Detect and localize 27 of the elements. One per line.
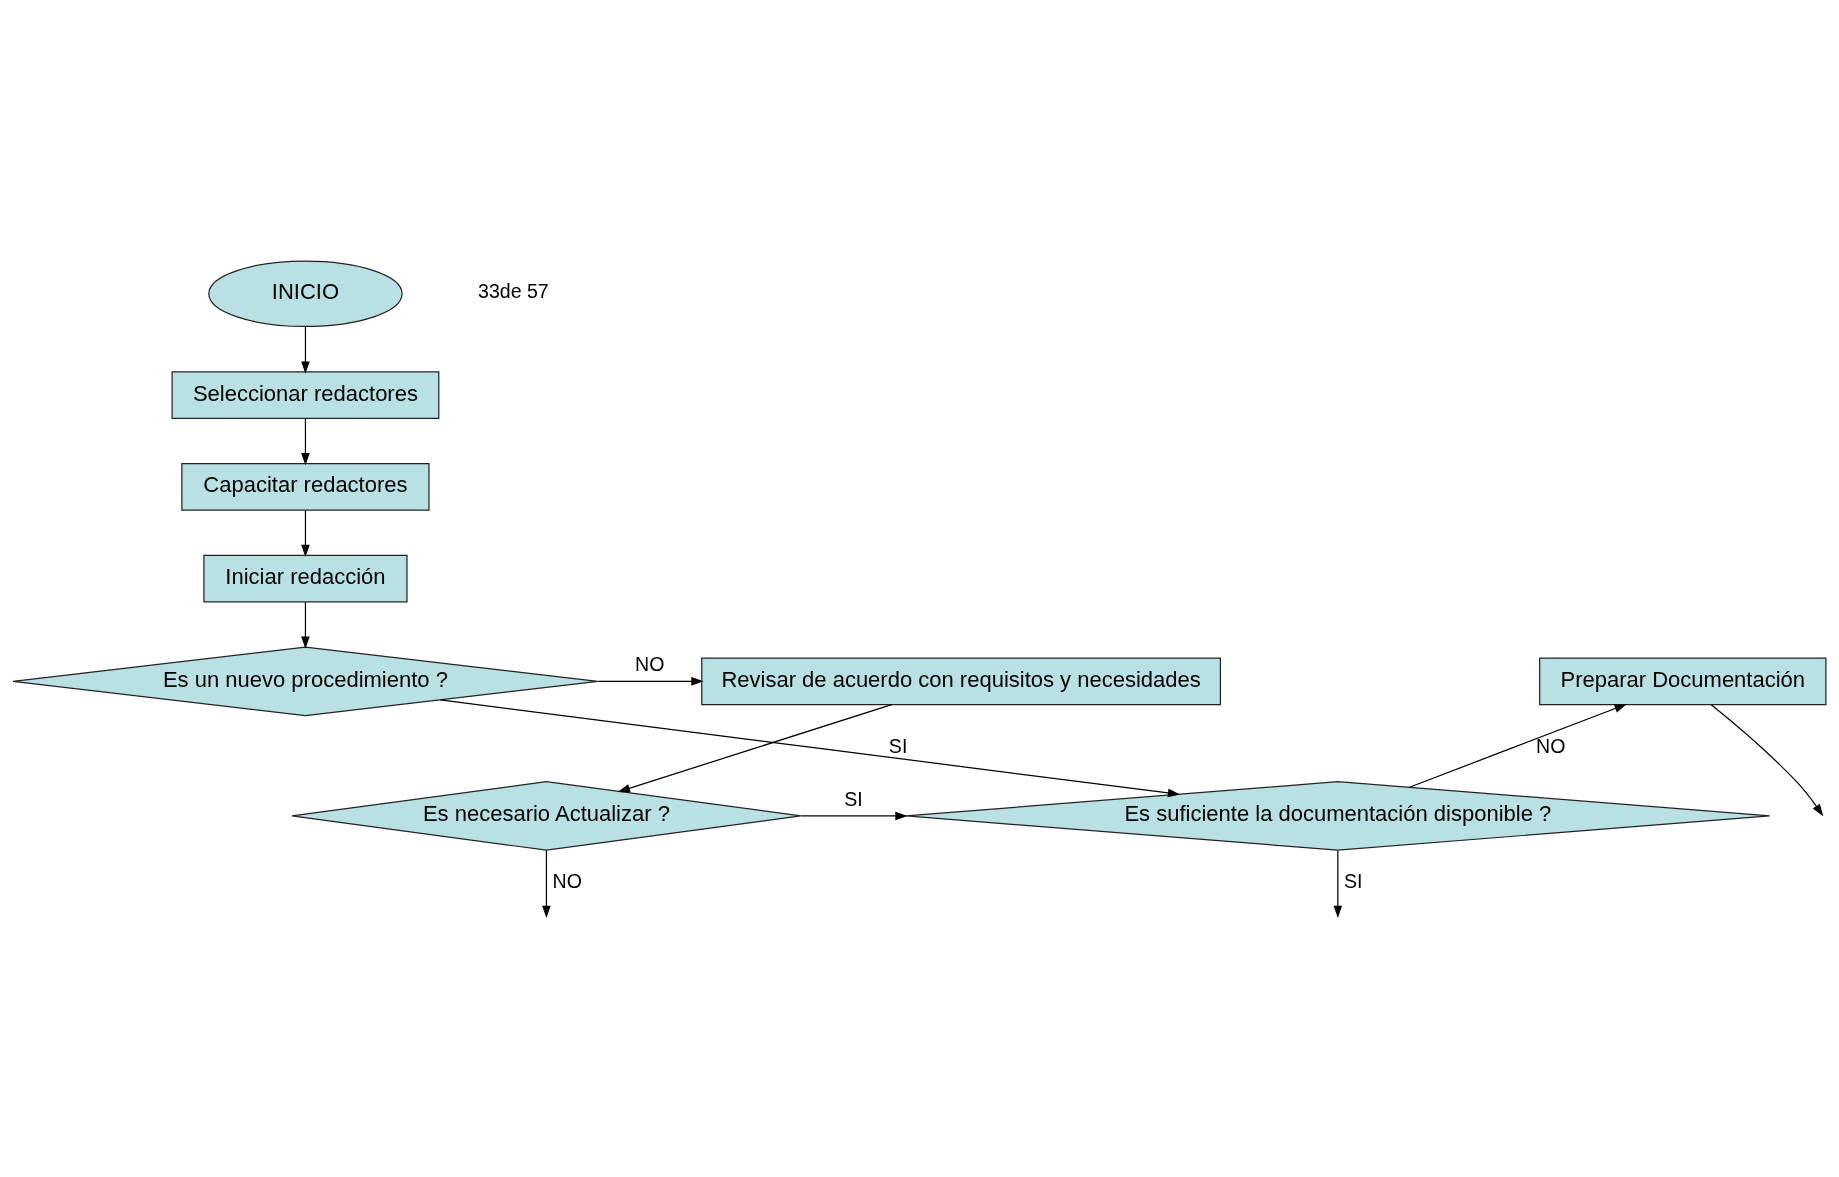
arrow xyxy=(1408,703,1627,788)
edge-label: NO xyxy=(552,869,582,892)
arrow xyxy=(301,509,310,557)
edge-label: NO xyxy=(1536,734,1566,757)
node-box: Seleccionar redactores xyxy=(171,370,440,419)
node-box: Iniciar redacción xyxy=(203,554,408,602)
arrow xyxy=(597,676,704,686)
edge-label: SI xyxy=(844,787,863,810)
arrow xyxy=(1333,849,1343,918)
edge-label: NO xyxy=(635,652,665,675)
node-box: Preparar Documentación xyxy=(1539,657,1827,705)
node-box: Revisar de acuerdo con requisitos y necesidades xyxy=(701,657,1221,705)
edge-label: SI xyxy=(1343,869,1363,892)
edge-label: SI xyxy=(888,734,908,757)
arrow xyxy=(617,703,893,792)
arrow xyxy=(301,417,310,465)
arrow xyxy=(800,811,908,820)
arrow xyxy=(301,325,310,374)
arrow xyxy=(439,698,1181,797)
label: 33de 57 xyxy=(478,279,549,302)
arrow xyxy=(1710,703,1824,816)
arrow xyxy=(301,601,310,649)
node-box: Capacitar redactores xyxy=(181,462,430,511)
node-diamond: Es un nuevo procedimiento ? xyxy=(12,646,599,716)
node-diamond: Es suficiente la documentación disponible ? xyxy=(905,780,1771,851)
arrow xyxy=(542,849,551,918)
node-ellipse: INICIO xyxy=(208,259,403,327)
